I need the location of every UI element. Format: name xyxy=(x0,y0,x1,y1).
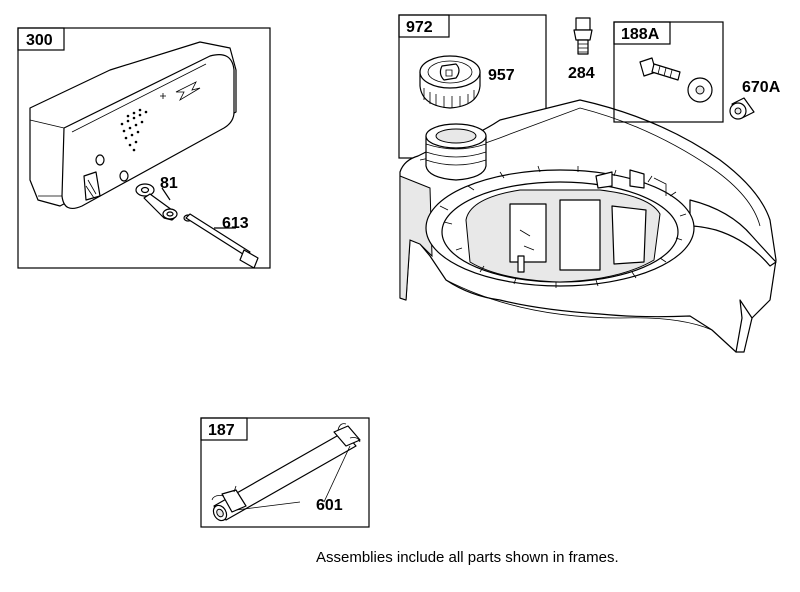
spacer-670a xyxy=(729,97,755,120)
frame-label-972: 972 xyxy=(406,19,433,36)
callout-957: 957 xyxy=(488,67,515,84)
assembly-note: Assemblies include all parts shown in fr… xyxy=(316,549,619,566)
frame-label-188a: 188A xyxy=(621,26,660,43)
fuel-line xyxy=(211,423,361,522)
callout-81: 81 xyxy=(160,175,178,192)
frame-187: 187 xyxy=(200,417,370,528)
frame-188a: 188A xyxy=(613,21,724,123)
callout-670a: 670A xyxy=(742,79,781,96)
callout-601: 601 xyxy=(316,497,343,514)
fitting-284 xyxy=(573,17,593,55)
muffler xyxy=(29,41,237,209)
callout-613: 613 xyxy=(222,215,249,232)
frame-300: 300 xyxy=(17,27,271,269)
screw-613 xyxy=(183,213,259,269)
fuel-tank xyxy=(399,99,777,353)
frame-label-300: 300 xyxy=(26,32,53,49)
fuel-cap-957 xyxy=(419,55,481,109)
frame-label-187: 187 xyxy=(208,422,235,439)
bolt-188a xyxy=(639,57,713,103)
washer-81 xyxy=(135,183,178,221)
callout-284: 284 xyxy=(568,65,595,82)
